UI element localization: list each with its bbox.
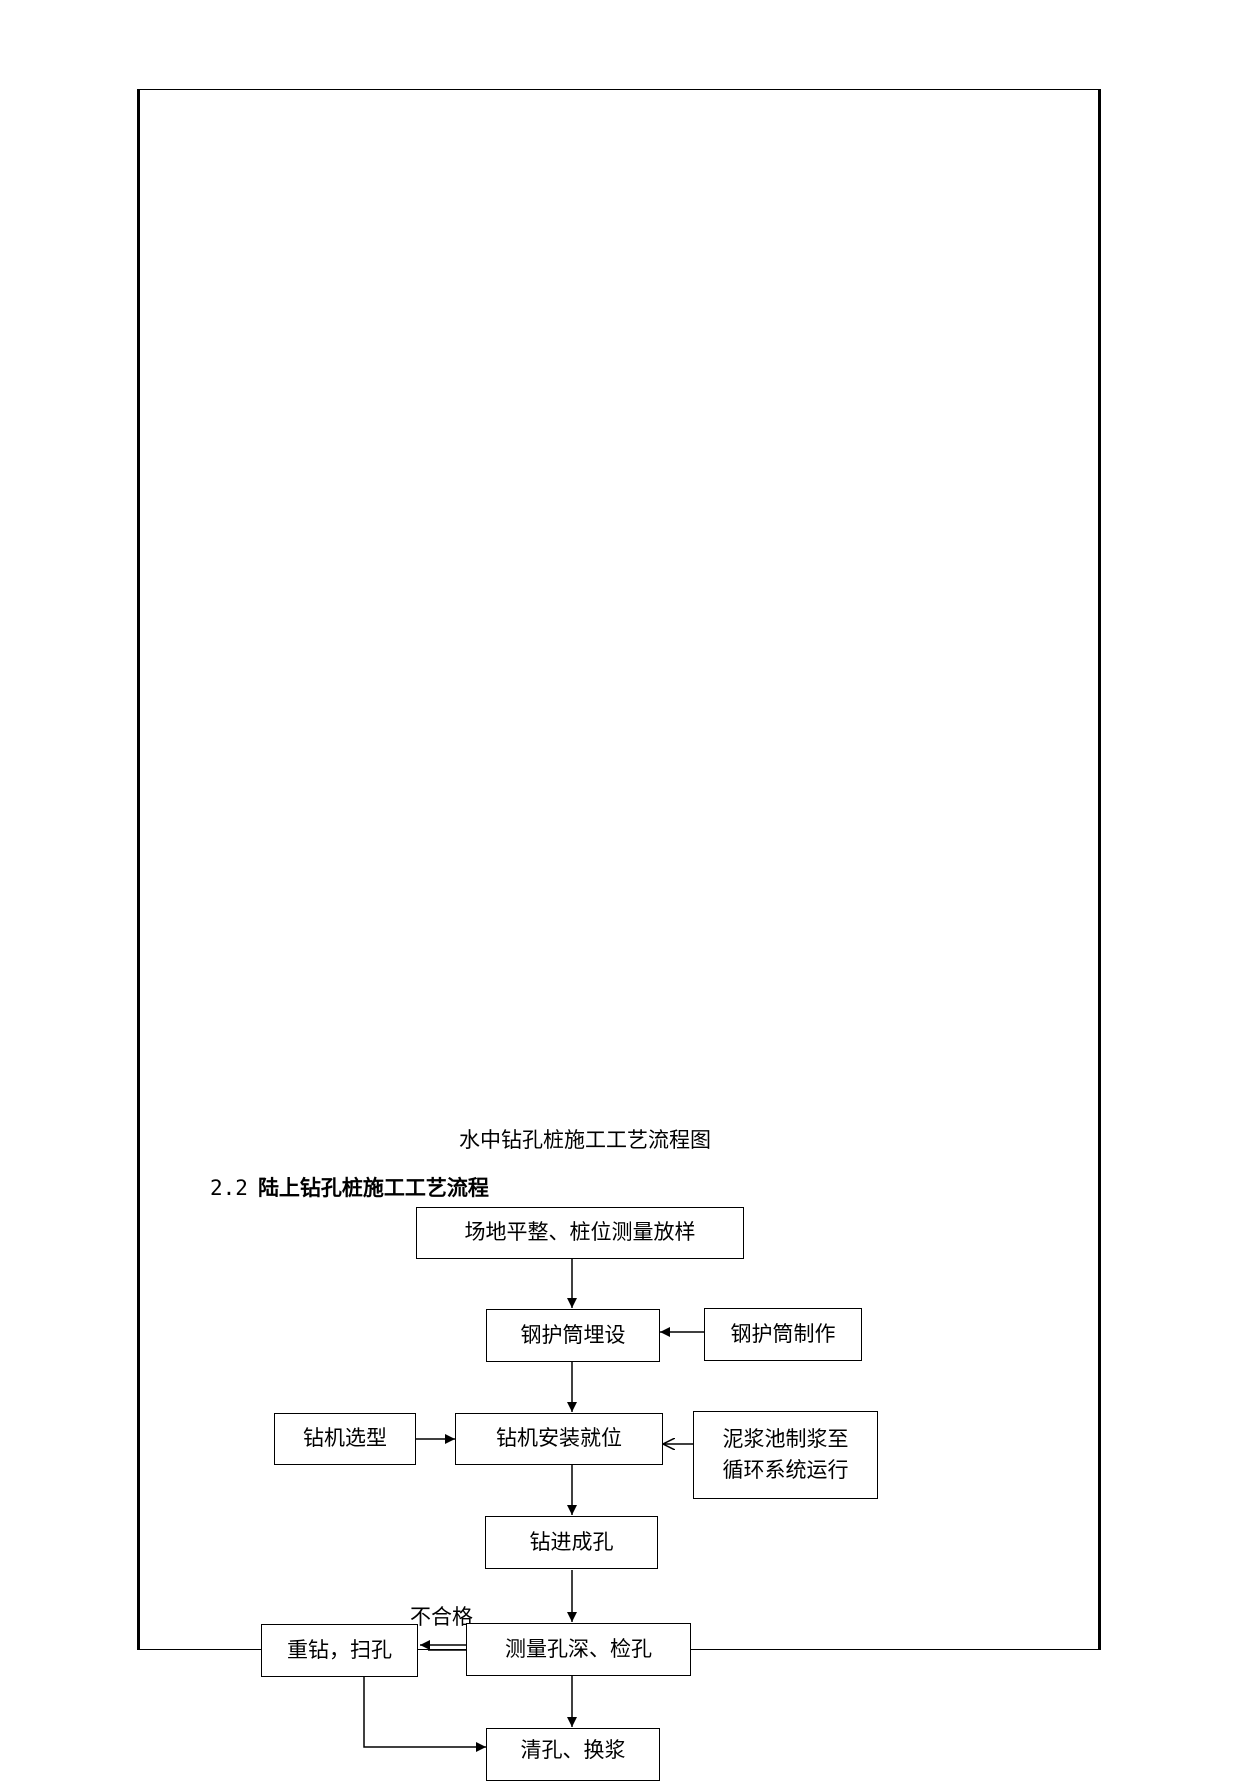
measure-label: 测量孔深、检孔 xyxy=(505,1636,652,1661)
casing-bury-box: 钢护筒埋设 xyxy=(486,1309,660,1362)
redrill-label: 重钻，扫孔 xyxy=(287,1637,392,1662)
drilling-box: 钻进成孔 xyxy=(485,1516,658,1569)
section-title: 陆上钻孔桩施工工艺流程 xyxy=(257,1175,489,1200)
section-number: 2.2 xyxy=(210,1176,248,1200)
clean-label: 清孔、换浆 xyxy=(520,1738,626,1762)
fail-label: 不合格 xyxy=(410,1605,473,1629)
casing-make-box: 钢护筒制作 xyxy=(704,1308,862,1361)
diagram-caption: 水中钻孔桩施工工艺流程图 xyxy=(459,1128,711,1152)
measure-box: 测量孔深、检孔 xyxy=(466,1623,691,1676)
redrill-box: 重钻，扫孔 xyxy=(261,1624,418,1677)
arrow-redrill-to-clean xyxy=(363,1676,486,1752)
rig-install-box: 钻机安装就位 xyxy=(455,1413,663,1465)
site-prep-box: 场地平整、桩位测量放样 xyxy=(416,1207,744,1259)
casing-bury-label: 钢护筒埋设 xyxy=(520,1322,626,1347)
slurry-label-line2: 循环系统运行 xyxy=(722,1458,849,1482)
site-prep-label: 场地平整、桩位测量放样 xyxy=(464,1220,696,1245)
rig-install-label: 钻机安装就位 xyxy=(496,1426,622,1451)
rig-select-label: 钻机选型 xyxy=(303,1426,387,1451)
rig-select-box: 钻机选型 xyxy=(274,1413,416,1465)
section-heading: 2.2 陆上钻孔桩施工工艺流程 xyxy=(210,1172,489,1202)
casing-make-label: 钢护筒制作 xyxy=(730,1321,836,1346)
clean-box: 清孔、换浆 xyxy=(486,1728,660,1781)
slurry-label-line1: 泥浆池制浆至 xyxy=(722,1426,849,1451)
drilling-label: 钻进成孔 xyxy=(529,1529,614,1554)
slurry-box: 泥浆池制浆至 循环系统运行 xyxy=(693,1411,878,1499)
